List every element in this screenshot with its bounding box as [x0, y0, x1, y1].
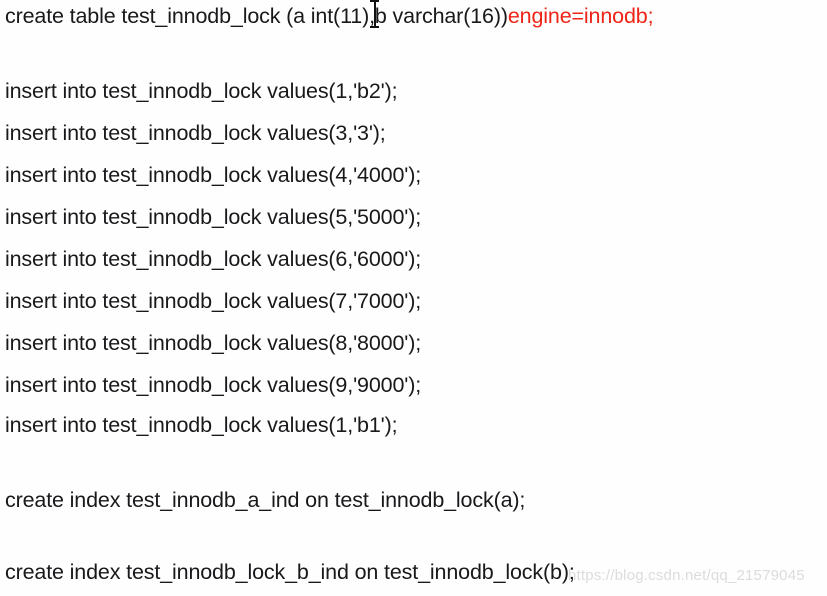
watermark-text: https://blog.csdn.net/qq_21579045	[568, 567, 805, 584]
code-line-text: insert into test_innodb_lock values(6,'6…	[5, 247, 422, 271]
ibeam-cap-top	[370, 0, 379, 2]
code-line-create-table: create table test_innodb_lock (a int(11)…	[5, 3, 654, 29]
code-line-insert-8: insert into test_innodb_lock values(9,'9…	[5, 372, 421, 398]
code-line-insert-3: insert into test_innodb_lock values(4,'4…	[5, 162, 421, 188]
code-line-text: insert into test_innodb_lock values(8,'8…	[5, 331, 422, 355]
code-line-text: create index test_innodb_lock_b_ind on t…	[5, 560, 575, 584]
code-line-text: insert into test_innodb_lock values(7,'7…	[5, 289, 422, 313]
code-line-insert-4: insert into test_innodb_lock values(5,'5…	[5, 204, 421, 230]
code-line-insert-1: insert into test_innodb_lock values(1,'b…	[5, 78, 398, 104]
code-line-text: create index test_innodb_a_ind on test_i…	[5, 488, 526, 512]
code-line-create-index-a: create index test_innodb_a_ind on test_i…	[5, 487, 525, 513]
code-line-text: create table test_innodb_lock (a int(11)…	[5, 4, 508, 28]
code-line-text: insert into test_innodb_lock values(9,'9…	[5, 373, 422, 397]
code-line-text: insert into test_innodb_lock values(4,'4…	[5, 163, 422, 187]
code-line-insert-2: insert into test_innodb_lock values(3,'3…	[5, 120, 386, 146]
code-line-text: insert into test_innodb_lock values(3,'3…	[5, 121, 386, 145]
code-line-insert-9: insert into test_innodb_lock values(1,'b…	[5, 412, 398, 438]
code-token-engine-clause: engine=innodb;	[507, 4, 654, 28]
code-line-text: insert into test_innodb_lock values(1,'b…	[5, 413, 398, 437]
code-line-text: insert into test_innodb_lock values(5,'5…	[5, 205, 422, 229]
code-line-text: insert into test_innodb_lock values(1,'b…	[5, 79, 398, 103]
code-line-insert-7: insert into test_innodb_lock values(8,'8…	[5, 330, 421, 356]
code-line-insert-5: insert into test_innodb_lock values(6,'6…	[5, 246, 421, 272]
code-line-insert-6: insert into test_innodb_lock values(7,'7…	[5, 288, 421, 314]
code-line-create-index-b: create index test_innodb_lock_b_ind on t…	[5, 559, 575, 585]
